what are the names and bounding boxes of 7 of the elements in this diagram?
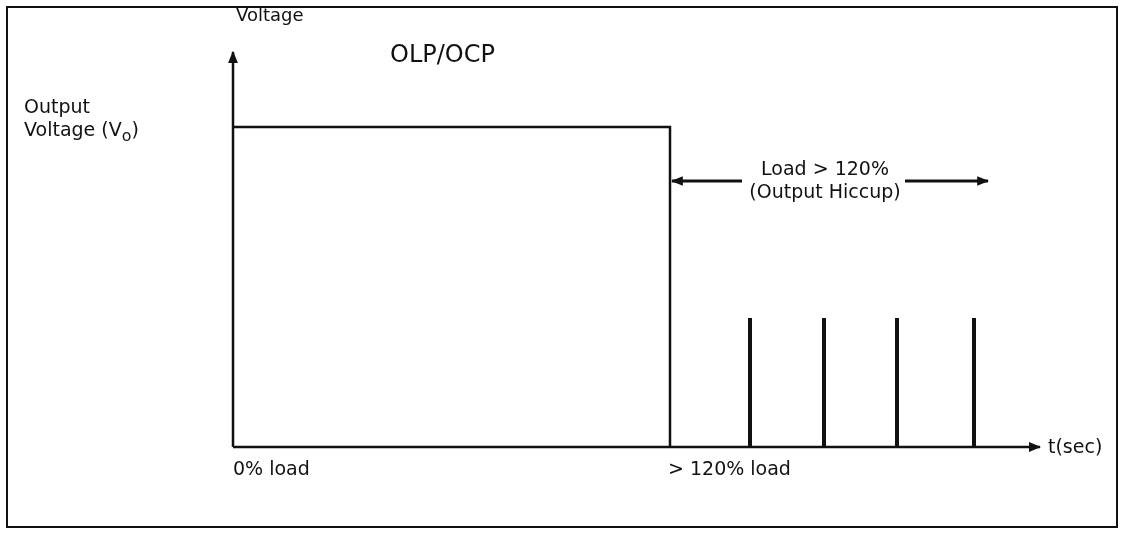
diagram-title: OLP/OCP [390,40,495,69]
axis-label: t(sec) [1048,435,1103,458]
axis-label: Voltage [236,4,304,26]
axis-label: 0% load [233,457,310,480]
axis-label: Output Voltage (V$_{o}$) [24,95,140,145]
axis-label: > 120% load [668,457,791,480]
span-label: Load > 120% (Output Hiccup) [748,157,902,203]
